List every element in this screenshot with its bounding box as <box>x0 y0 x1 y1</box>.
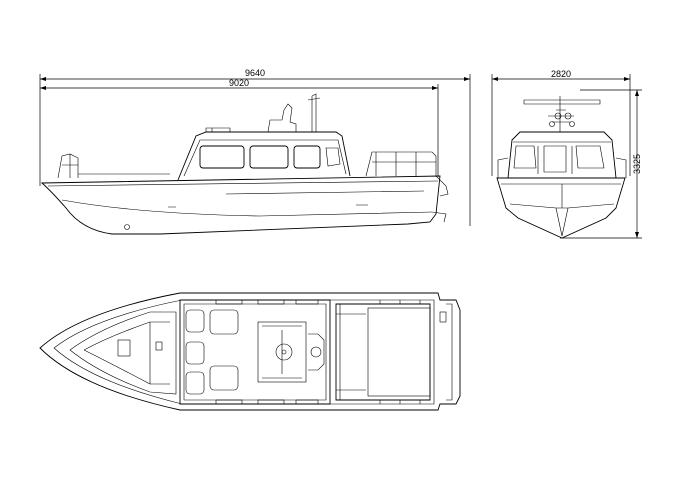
dimension-beam: 2820 <box>491 69 631 176</box>
side-helm-seat <box>267 103 297 133</box>
plan-seat-2 <box>185 341 205 365</box>
plan-seat-5 <box>209 365 239 391</box>
front-hull-outline <box>496 177 626 239</box>
front-cabin-outline <box>507 131 617 179</box>
height-label: 3325 <box>632 154 642 174</box>
dimension-height: 3325 <box>560 89 642 239</box>
side-hull-outline <box>40 175 441 235</box>
hull-length-label: 9020 <box>229 78 249 88</box>
plan-hull-outline <box>39 292 461 411</box>
side-chine-line <box>61 199 433 217</box>
side-window-2 <box>249 145 289 169</box>
plan-aft-deck <box>335 303 431 401</box>
overall-length-label: 9640 <box>245 68 265 78</box>
side-view: 9640 9020 <box>39 68 471 235</box>
front-view: 2820 3325 <box>491 69 642 239</box>
dimension-hull-length: 9020 <box>40 78 439 176</box>
beam-label: 2820 <box>551 69 571 79</box>
side-sheer-line <box>47 180 439 187</box>
front-mast <box>523 96 601 132</box>
side-window-3 <box>293 145 321 169</box>
side-bow-rail <box>57 153 170 179</box>
front-window-right <box>575 145 605 169</box>
plan-helm-console <box>257 321 307 383</box>
plan-seat-1 <box>185 309 205 333</box>
plan-deck-edge <box>53 299 435 405</box>
front-window-center <box>543 145 567 173</box>
side-rub-rail <box>225 190 425 195</box>
plan-helm-seat <box>308 333 325 371</box>
dimension-overall-length: 9640 <box>39 68 471 226</box>
plan-steering-wheel-icon <box>275 343 293 361</box>
side-mast <box>307 93 321 132</box>
side-porthole-icon <box>124 224 130 230</box>
plan-seat-4 <box>209 309 239 335</box>
front-window-left <box>513 145 537 169</box>
plan-cabin-outline <box>179 299 331 405</box>
plan-view <box>39 292 461 411</box>
side-cabin-outline <box>177 131 351 181</box>
plan-seat-3 <box>185 371 205 395</box>
side-aft-rail <box>365 151 437 177</box>
side-window-1 <box>199 145 245 169</box>
plan-bow-seating <box>69 311 177 395</box>
side-roof-rail <box>205 127 231 132</box>
